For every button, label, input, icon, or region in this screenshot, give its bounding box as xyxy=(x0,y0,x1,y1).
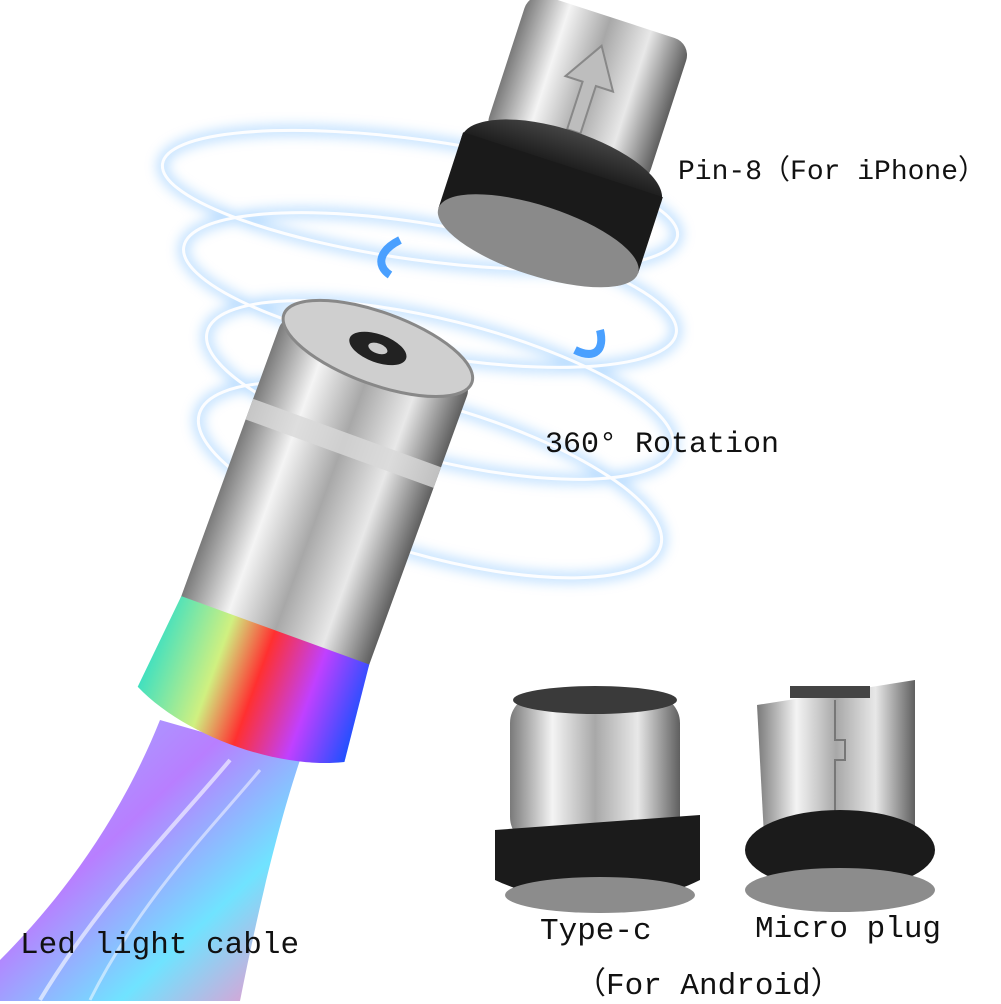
rotate-arrow-icon xyxy=(573,329,606,358)
led-cable-label: Led light cable xyxy=(20,928,300,963)
rotation-label: 360° Rotation xyxy=(545,428,780,462)
micro-usb-plug xyxy=(745,680,935,912)
android-label: （For Android） xyxy=(575,969,842,1004)
magnetic-connector-head xyxy=(137,298,475,763)
type-c-plug xyxy=(495,686,700,913)
rotate-arrow-icon xyxy=(377,236,402,279)
micro-plug-label: Micro plug xyxy=(755,912,942,947)
iphone-label: Pin-8（For iPhone） xyxy=(678,157,987,188)
led-cable xyxy=(0,720,300,1001)
lightning-plug xyxy=(437,0,688,288)
type-c-label: Type-c xyxy=(540,914,652,949)
